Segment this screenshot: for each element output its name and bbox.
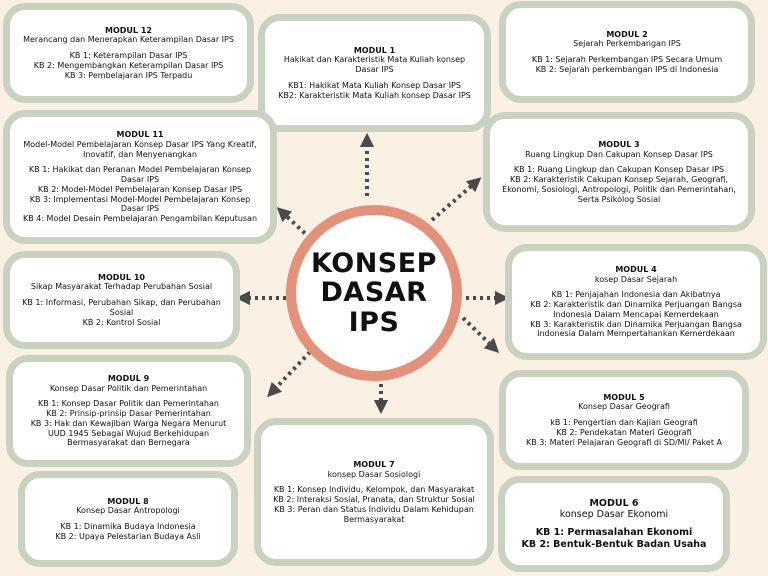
modul-6-subtitle: konsep Dasar Ekonomi [559,509,669,521]
modul-4-kb-1: KB 1: Penjajahan Indonesia dan Akibatnya [551,290,721,300]
arrow-to-modul-5 [461,316,500,354]
arrow-to-modul-9 [267,350,312,398]
modul-1-title: MODUL 1 [353,45,396,55]
modul-7-kb-2: KB 2: Interaksi Sosial, Pranata, dan Str… [273,495,475,504]
modul-2-kb-1: KB 1: Sejarah Perkembangan IPS Secara Um… [531,55,723,64]
modul-7-title: MODUL 7 [353,459,395,469]
modul-8-kb-1: KB 1: Dinamika Budaya Indonesia [60,522,196,531]
center-circle: KONSEP DASAR IPS [286,205,462,381]
modul-4-kb-2: KB 2: Karakteristik dan Dinamika Perjuan… [530,300,742,319]
modul-1-card: MODUL 1 Hakikat dan Karakteristik Mata K… [258,14,491,132]
modul-12-kb-2: KB 2: Mengembangkan Keterampilan Dasar I… [33,60,224,70]
modul-5-kb-3: KB 3: Materi Pelajaran Geografi di SD/MI… [526,437,722,447]
modul-7-kb-3: KB 3: Peran dan Status Individu Dalam Ke… [274,504,474,524]
modul-5-kb-1: kB 1: Pengertian dan Kajian Geografi [550,418,698,428]
modul-1-kb-1: KB1: Hakikat Mata Kuliah Konsep Dasar IP… [288,80,461,90]
modul-10-subtitle: Sikap Masyarakat Terhadap Perubahan Sosi… [30,282,213,292]
modul-8-card: MODUL 8 Konsep Dasar Antropologi KB 1: D… [18,471,238,567]
modul-3-card: MODUL 3 Ruang Lingkup Dan Cakupan Konsep… [483,112,755,232]
modul-7-subtitle: konsep Dasar Sosiologi [327,469,421,479]
center-title-line-2: DASAR IPS [320,277,428,338]
modul-11-kb-1: KB 1: Hakikat dan Peranan Model Pembelaj… [28,165,252,185]
modul-8-subtitle: Konsep Dasar Antropologi [76,506,180,516]
modul-1-subtitle: Hakikat dan Karakteristik Mata Kuliah ko… [283,55,466,75]
modul-2-subtitle: Sejarah Perkembangan IPS [573,39,681,49]
modul-5-subtitle: Konsep Dasar Geografi [578,402,670,412]
modul-5-title: MODUL 5 [603,392,645,402]
modul-5-card: MODUL 5 Konsep Dasar Geografi kB 1: Peng… [499,370,749,470]
arrow-to-modul-3 [430,177,482,222]
modul-12-kb-1: KB 1: Keterampilan Dasar IPS [69,51,188,61]
modul-4-card: MODUL 4 kosep Dasar Sejarah KB 1: Penjaj… [505,244,767,360]
modul-4-subtitle: kosep Dasar Sejarah [594,274,678,284]
arrow-to-modul-11 [276,207,312,240]
modul-3-kb-1: KB 1: Ruang Lingkup dan Cakupan Konsep D… [513,165,725,175]
modul-1-kb-2: KB2: Karakteristik Mata Kuliah konsep Da… [278,90,471,100]
modul-7-card: MODUL 7 konsep Dasar Sosiologi KB 1: Kon… [254,418,494,566]
modul-2-title: MODUL 2 [606,29,648,39]
modul-11-kb-2: KB 2: Model-Model Pembelajaran Konsep Da… [37,184,243,194]
modul-9-kb-2: KB 2: Prinsip-prinsip Dasar Pemerintahan [46,409,211,419]
modul-9-kb-3: KB 3: Hak dan Kewajiban Warga Negara Men… [30,418,227,448]
modul-5-kb-2: KB 2: Pendekatan Materi Geografi [556,427,692,437]
modul-9-kb-1: KB 1: Konsep Dasar Politik dan Pemerinta… [38,399,219,409]
modul-9-subtitle: Konsep Dasar Politik dan Pemerintahan [49,383,208,393]
modul-10-card: MODUL 10 Sikap Masyarakat Terhadap Perub… [3,251,240,349]
modul-6-title: MODUL 6 [589,497,639,509]
modul-8-title: MODUL 8 [107,496,149,506]
modul-11-kb-3: KB 3: Implementasi Model-Model Pembelaja… [29,194,251,214]
modul-2-kb-2: KB 2: Sejarah perkembangan IPS di Indone… [535,64,719,74]
modul-7-kb-1: KB 1: Konsep Individu, Kelompok, dan Mas… [273,485,475,495]
modul-3-title: MODUL 3 [598,139,640,149]
modul-4-kb-3: KB 3: Karakteristik dan Dinamika Perjuan… [530,319,742,339]
modul-6-kb-1: KB 1: Permasalahan Ekonomi [535,527,693,538]
modul-11-subtitle: Model-Model Pembelajaran Konsep Dasar IP… [23,139,257,159]
modul-12-subtitle: Merancang dan Menerapkan Keterampilan Da… [23,35,234,45]
modul-9-title: MODUL 9 [107,373,150,383]
modul-12-card: MODUL 12 Merancang dan Menerapkan Ketera… [3,3,254,103]
modul-10-kb-1: KB 1: Informasi, Perubahan Sikap, dan Pe… [22,298,221,317]
modul-2-card: MODUL 2 Sejarah Perkembangan IPS KB 1: S… [499,1,755,103]
modul-6-card: MODUL 6 konsep Dasar Ekonomi KB 1: Perma… [498,476,730,572]
modul-10-title: MODUL 10 [98,272,145,282]
modul-3-subtitle: Ruang Lingkup Dan Cakupan Konsep Dasar I… [525,149,713,159]
modul-8-kb-2: KB 2: Upaya Pelestarian Budaya Asli [55,531,201,541]
modul-12-title: MODUL 12 [105,25,152,35]
modul-11-title: MODUL 11 [116,130,164,140]
modul-9-card: MODUL 9 Konsep Dasar Politik dan Pemerin… [6,355,251,467]
modul-10-kb-2: KB 2: Kontrol Sosial [82,317,161,327]
modul-4-title: MODUL 4 [615,264,657,274]
modul-12-kb-3: KB 3: Pembelajaran IPS Terpadu [64,70,193,80]
modul-11-card: MODUL 11 Model-Model Pembelajaran Konsep… [3,110,277,244]
modul-6-kb-2: KB 2: Bentuk-Bentuk Badan Usaha [521,538,707,550]
modul-3-kb-2: KB 2: Karakteristik Cakupan Konsep Sejar… [502,175,736,204]
center-title-line-1: KONSEP [311,248,437,280]
modul-11-kb-4: KB 4: Model Desain Pembelajaran Pengambi… [22,214,258,224]
